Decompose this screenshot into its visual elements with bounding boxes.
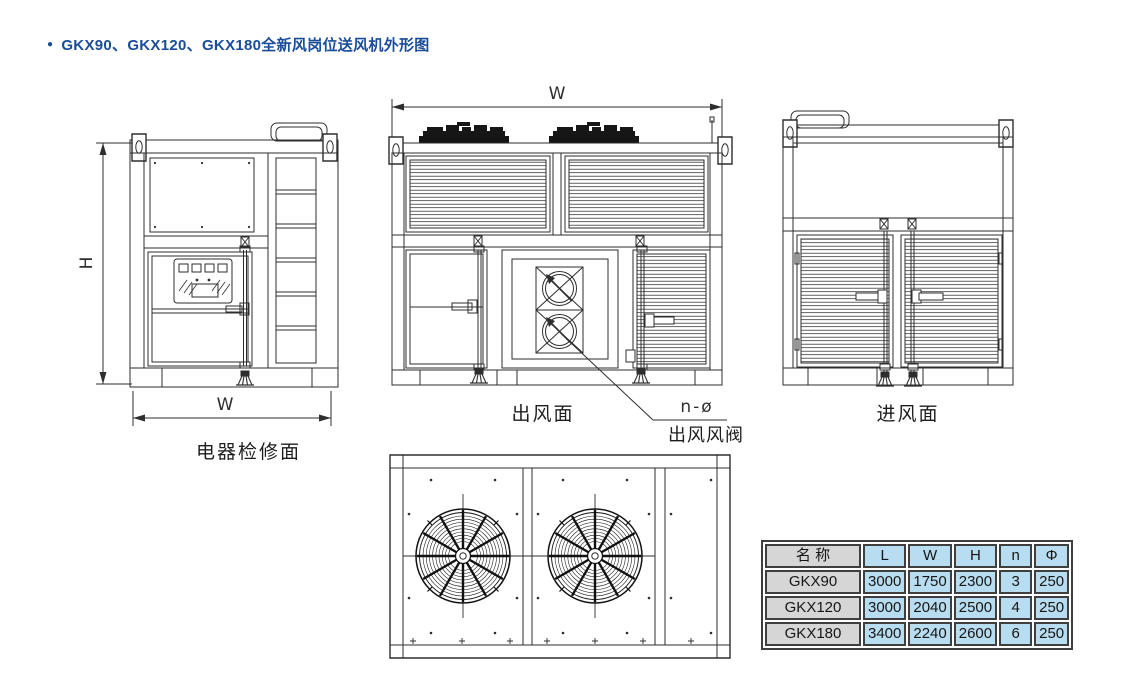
left-view — [96, 123, 338, 426]
bullet-icon: ● — [47, 38, 54, 50]
top-view — [390, 455, 730, 658]
table-header-n: n — [999, 544, 1033, 568]
table-cell: 2040 — [908, 596, 952, 620]
table-row: GKX90 3000 1750 2300 3 250 — [765, 570, 1070, 594]
table-header-h: H — [953, 544, 998, 568]
table-cell: 250 — [1034, 570, 1070, 594]
table-cell: 2600 — [953, 622, 998, 646]
table-header-name: 名 称 — [765, 544, 861, 568]
table-header-row: 名 称 L W H n Φ — [765, 544, 1070, 568]
table-cell: 3000 — [863, 570, 907, 594]
table-header-phi: Φ — [1034, 544, 1070, 568]
table-header-l: L — [863, 544, 907, 568]
damper-callout-caption: 出风风阀 — [668, 425, 744, 445]
table-cell: 250 — [1034, 622, 1070, 646]
table-row: GKX120 3000 2040 2500 4 250 — [765, 596, 1070, 620]
front-view — [388, 99, 733, 420]
dim-label-h: H — [77, 256, 97, 270]
table-cell: 2240 — [908, 622, 952, 646]
table-cell: 250 — [1034, 596, 1070, 620]
inlet-view-caption: 进风面 — [876, 404, 940, 425]
page-title-text: GKX90、GKX120、GKX180全新风岗位送风机外形图 — [61, 37, 430, 54]
left-view-caption: 电器检修面 — [195, 442, 301, 463]
table-cell: 3400 — [863, 622, 907, 646]
damper-count-callout: n-ø — [680, 397, 714, 417]
model-name-cell: GKX180 — [765, 622, 861, 646]
dimension-table: 名 称 L W H n Φ GKX90 3000 1750 2300 3 250… — [761, 540, 1074, 650]
table-cell: 2300 — [953, 570, 998, 594]
page-title: ● GKX90、GKX120、GKX180全新风岗位送风机外形图 — [47, 34, 430, 55]
dim-label-w-front: W — [548, 84, 566, 104]
table-cell: 1750 — [908, 570, 952, 594]
inlet-view — [782, 111, 1014, 387]
table-cell: 4 — [999, 596, 1033, 620]
front-view-caption: 出风面 — [511, 404, 575, 425]
table-cell: 3 — [999, 570, 1033, 594]
model-name-cell: GKX90 — [765, 570, 861, 594]
table-cell: 2500 — [953, 596, 998, 620]
table-cell: 6 — [999, 622, 1033, 646]
table-row: GKX180 3400 2240 2600 6 250 — [765, 622, 1070, 646]
model-name-cell: GKX120 — [765, 596, 861, 620]
table-header-w: W — [908, 544, 952, 568]
dim-label-w-left: W — [216, 395, 234, 415]
table-cell: 3000 — [863, 596, 907, 620]
